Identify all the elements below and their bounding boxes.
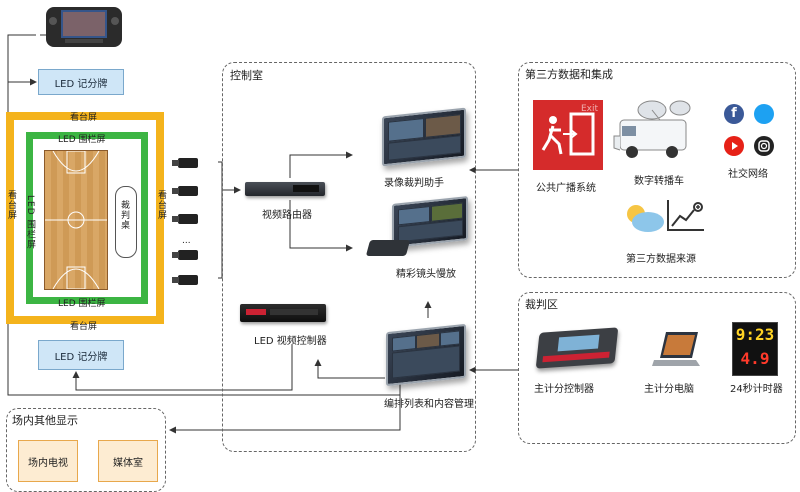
stand-screen-outer — [6, 112, 164, 324]
data-source-label: 第三方数据来源 — [626, 254, 696, 265]
playlist-screen — [386, 323, 466, 387]
camera-icon — [172, 272, 202, 286]
ob-van-icon — [612, 96, 698, 162]
judge-table — [115, 186, 137, 258]
judge-table-label: 裁判桌 — [119, 200, 129, 230]
youtube-icon — [724, 136, 744, 156]
shot-clock-device: 9:23 4.9 — [732, 322, 778, 376]
camera-icon — [172, 183, 202, 197]
led-scoreboard-top: LED 记分牌 — [38, 69, 124, 95]
replay-assistant-screen — [382, 107, 466, 167]
social-network-label: 社交网络 — [728, 169, 768, 180]
replay-controller-device — [365, 240, 411, 256]
public-broadcast-label: 公共广播系统 — [536, 183, 596, 194]
referee-zone-box — [518, 292, 796, 444]
fence-label-top: LED 围栏屏 — [58, 135, 106, 145]
third-party-box — [518, 62, 796, 278]
referee-zone-title: 裁判区 — [525, 298, 558, 311]
camera-icon — [172, 247, 202, 261]
chart-trend-icon — [666, 198, 706, 232]
shot-clock-time: 9:23 — [735, 325, 775, 344]
led-fence-screen — [26, 132, 148, 304]
led-video-controller-label: LED 视频控制器 — [254, 336, 327, 347]
basketball-court — [44, 150, 108, 290]
led-video-controller-device — [240, 304, 326, 322]
fence-label-left: LED 围栏屏 — [25, 195, 35, 250]
ob-van-label: 数字转播车 — [634, 176, 684, 187]
score-controller-label: 主计分控制器 — [534, 384, 594, 395]
third-party-title: 第三方数据和集成 — [525, 68, 613, 81]
fence-label-bottom: LED 围栏屏 — [58, 299, 106, 309]
playlist-label-line1: 编排列表和内容管理 — [384, 399, 474, 410]
camera-more-label: ... — [182, 236, 191, 246]
laptop-icon — [650, 330, 706, 370]
camera-icon — [172, 211, 202, 225]
exit-sign-text: Exit — [581, 104, 599, 114]
stand-label-right: 看台屏 — [156, 190, 166, 220]
exit-sign-icon: Exit — [533, 100, 603, 170]
facebook-icon: f — [724, 104, 744, 124]
control-room-title: 控制室 — [230, 69, 263, 82]
media-room-box: 媒体室 — [98, 440, 158, 482]
replay-assistant-label: 录像裁判助手 — [384, 178, 444, 189]
score-pc-label: 主计分电脑 — [644, 384, 694, 395]
stand-label-left: 看台屏 — [6, 190, 16, 220]
control-room-box — [222, 62, 476, 452]
stand-label-bottom: 看台屏 — [70, 322, 98, 332]
slow-motion-label: 精彩镜头慢放 — [396, 269, 456, 280]
video-router-device — [245, 182, 325, 196]
weather-icon — [622, 202, 666, 234]
venue-tv-box: 场内电视 — [18, 440, 78, 482]
instagram-icon — [754, 136, 774, 156]
camera-icon — [172, 155, 202, 169]
video-router-label: 视频路由器 — [262, 210, 312, 221]
other-display-title: 场内其他显示 — [12, 414, 78, 427]
score-controller-device — [535, 327, 619, 369]
led-scoreboard-bottom: LED 记分牌 — [38, 340, 124, 370]
stand-label-top: 看台屏 — [70, 113, 98, 123]
twitter-icon — [754, 104, 774, 124]
handheld-display-icon — [45, 3, 123, 49]
shot-clock-label: 24秒计时器 — [730, 384, 783, 395]
shot-clock-seconds: 4.9 — [740, 349, 770, 368]
